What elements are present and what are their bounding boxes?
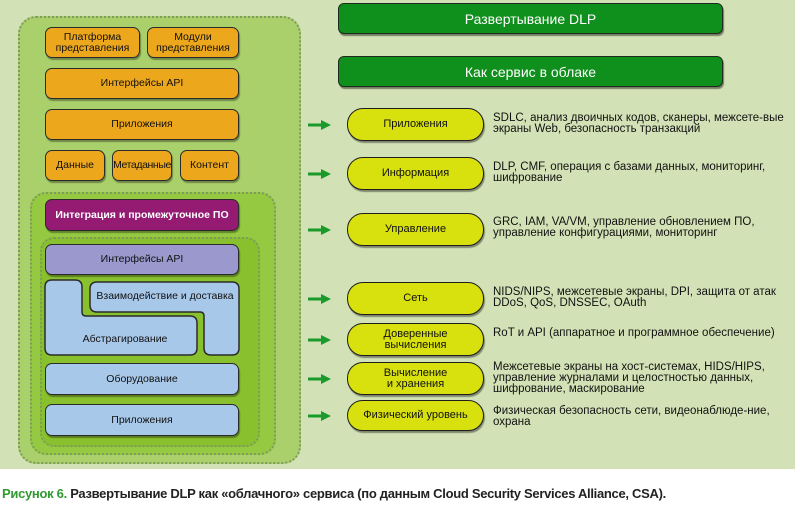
layer-pill-management: Управление xyxy=(347,213,484,246)
applications-inner-box: Приложения xyxy=(45,404,239,436)
layer-pill-trusted-computing: Доверенные вычисления xyxy=(347,323,484,356)
layer-label: Физический уровень xyxy=(363,409,468,421)
integration-middleware-label: Интеграция и промежуточное ПО xyxy=(55,208,229,221)
right-arrow-icon xyxy=(308,334,331,345)
presentation-platform-label: Платформа представления xyxy=(55,30,130,54)
right-arrow-icon xyxy=(308,410,331,421)
layer-label: Приложения xyxy=(383,118,448,130)
presentation-modules-label: Модули представления xyxy=(156,30,230,54)
layer-label: Доверенные вычисления xyxy=(383,327,448,351)
layer-description-management: GRC, IAM, VA/VM, управление обновлением … xyxy=(493,216,755,239)
content-box: Контент xyxy=(180,150,239,181)
api-interfaces-top-box: Интерфейсы API xyxy=(45,68,239,99)
presentation-platform-box: Платформа представления xyxy=(45,27,140,58)
data-label: Данные xyxy=(56,159,94,171)
layer-pill-compute-storage: Вычисление и хранения xyxy=(347,362,484,395)
figure-label: Рисунок 6. xyxy=(2,486,67,501)
right-arrow-icon xyxy=(308,119,331,130)
layer-description-compute-storage: Межсетевые экраны на хост-системах, HIDS… xyxy=(493,361,765,395)
layer-description-physical: Физическая безопасность сети, видеонаблю… xyxy=(493,405,770,428)
api-interfaces-inner-box: Интерфейсы API xyxy=(45,244,239,275)
applications-top-box: Приложения xyxy=(45,109,239,140)
layer-label: Информация xyxy=(381,167,450,179)
data-box: Данные xyxy=(45,150,105,181)
diagram-canvas: Платформа представления Модули представл… xyxy=(0,0,795,469)
figure-caption: Рисунок 6. Развертывание DLP как «облачн… xyxy=(2,486,666,501)
hardware-box: Оборудование xyxy=(45,363,239,395)
layer-description-network: NIDS/NIPS, межсетевые экраны, DPI, защит… xyxy=(493,286,776,309)
interaction-delivery-shape xyxy=(89,281,240,356)
right-arrow-icon xyxy=(308,373,331,384)
layer-pill-network: Сеть xyxy=(347,282,484,315)
as-service-header: Как сервис в облаке xyxy=(338,56,723,87)
layer-label: Управление xyxy=(384,223,447,235)
layer-description-applications: SDLC, анализ двоичных кодов, сканеры, ме… xyxy=(493,112,784,135)
metadata-box: Метаданные xyxy=(112,150,172,181)
metadata-label: Метаданные xyxy=(113,159,171,171)
layer-pill-physical: Физический уровень xyxy=(347,400,484,431)
applications-top-label: Приложения xyxy=(111,118,173,130)
deployment-header-label: Развертывание DLP xyxy=(464,10,597,27)
right-arrow-icon xyxy=(308,168,331,179)
caption-text: Развертывание DLP как «облачного» сервис… xyxy=(66,486,666,501)
right-arrow-icon xyxy=(308,293,331,304)
interlock-shapes xyxy=(44,279,240,356)
layer-description-trusted-computing: RoT и API (аппаратное и программное обес… xyxy=(493,327,775,339)
layer-pill-applications: Приложения xyxy=(347,108,484,141)
abstraction-label: Абстрагирование xyxy=(82,333,168,345)
hardware-label: Оборудование xyxy=(106,372,178,385)
applications-inner-label: Приложения xyxy=(111,413,173,426)
api-interfaces-inner-label: Интерфейсы API xyxy=(100,253,184,265)
layer-pill-information: Информация xyxy=(347,157,484,190)
api-interfaces-top-label: Интерфейсы API xyxy=(100,77,184,89)
abstraction-shape xyxy=(44,279,198,356)
as-service-header-label: Как сервис в облаке xyxy=(464,63,597,80)
interaction-delivery-label: Взаимодействие и доставка xyxy=(96,290,234,302)
integration-middleware-box: Интеграция и промежуточное ПО xyxy=(45,199,239,231)
layer-description-information: DLP, CMF, операция с базами данных, мони… xyxy=(493,161,766,184)
right-arrow-icon xyxy=(308,224,331,235)
presentation-modules-box: Модули представления xyxy=(147,27,239,58)
layer-label: Сеть xyxy=(403,292,428,304)
content-label: Контент xyxy=(190,159,229,171)
layer-label: Вычисление и хранения xyxy=(383,366,448,390)
deployment-header: Развертывание DLP xyxy=(338,3,723,34)
